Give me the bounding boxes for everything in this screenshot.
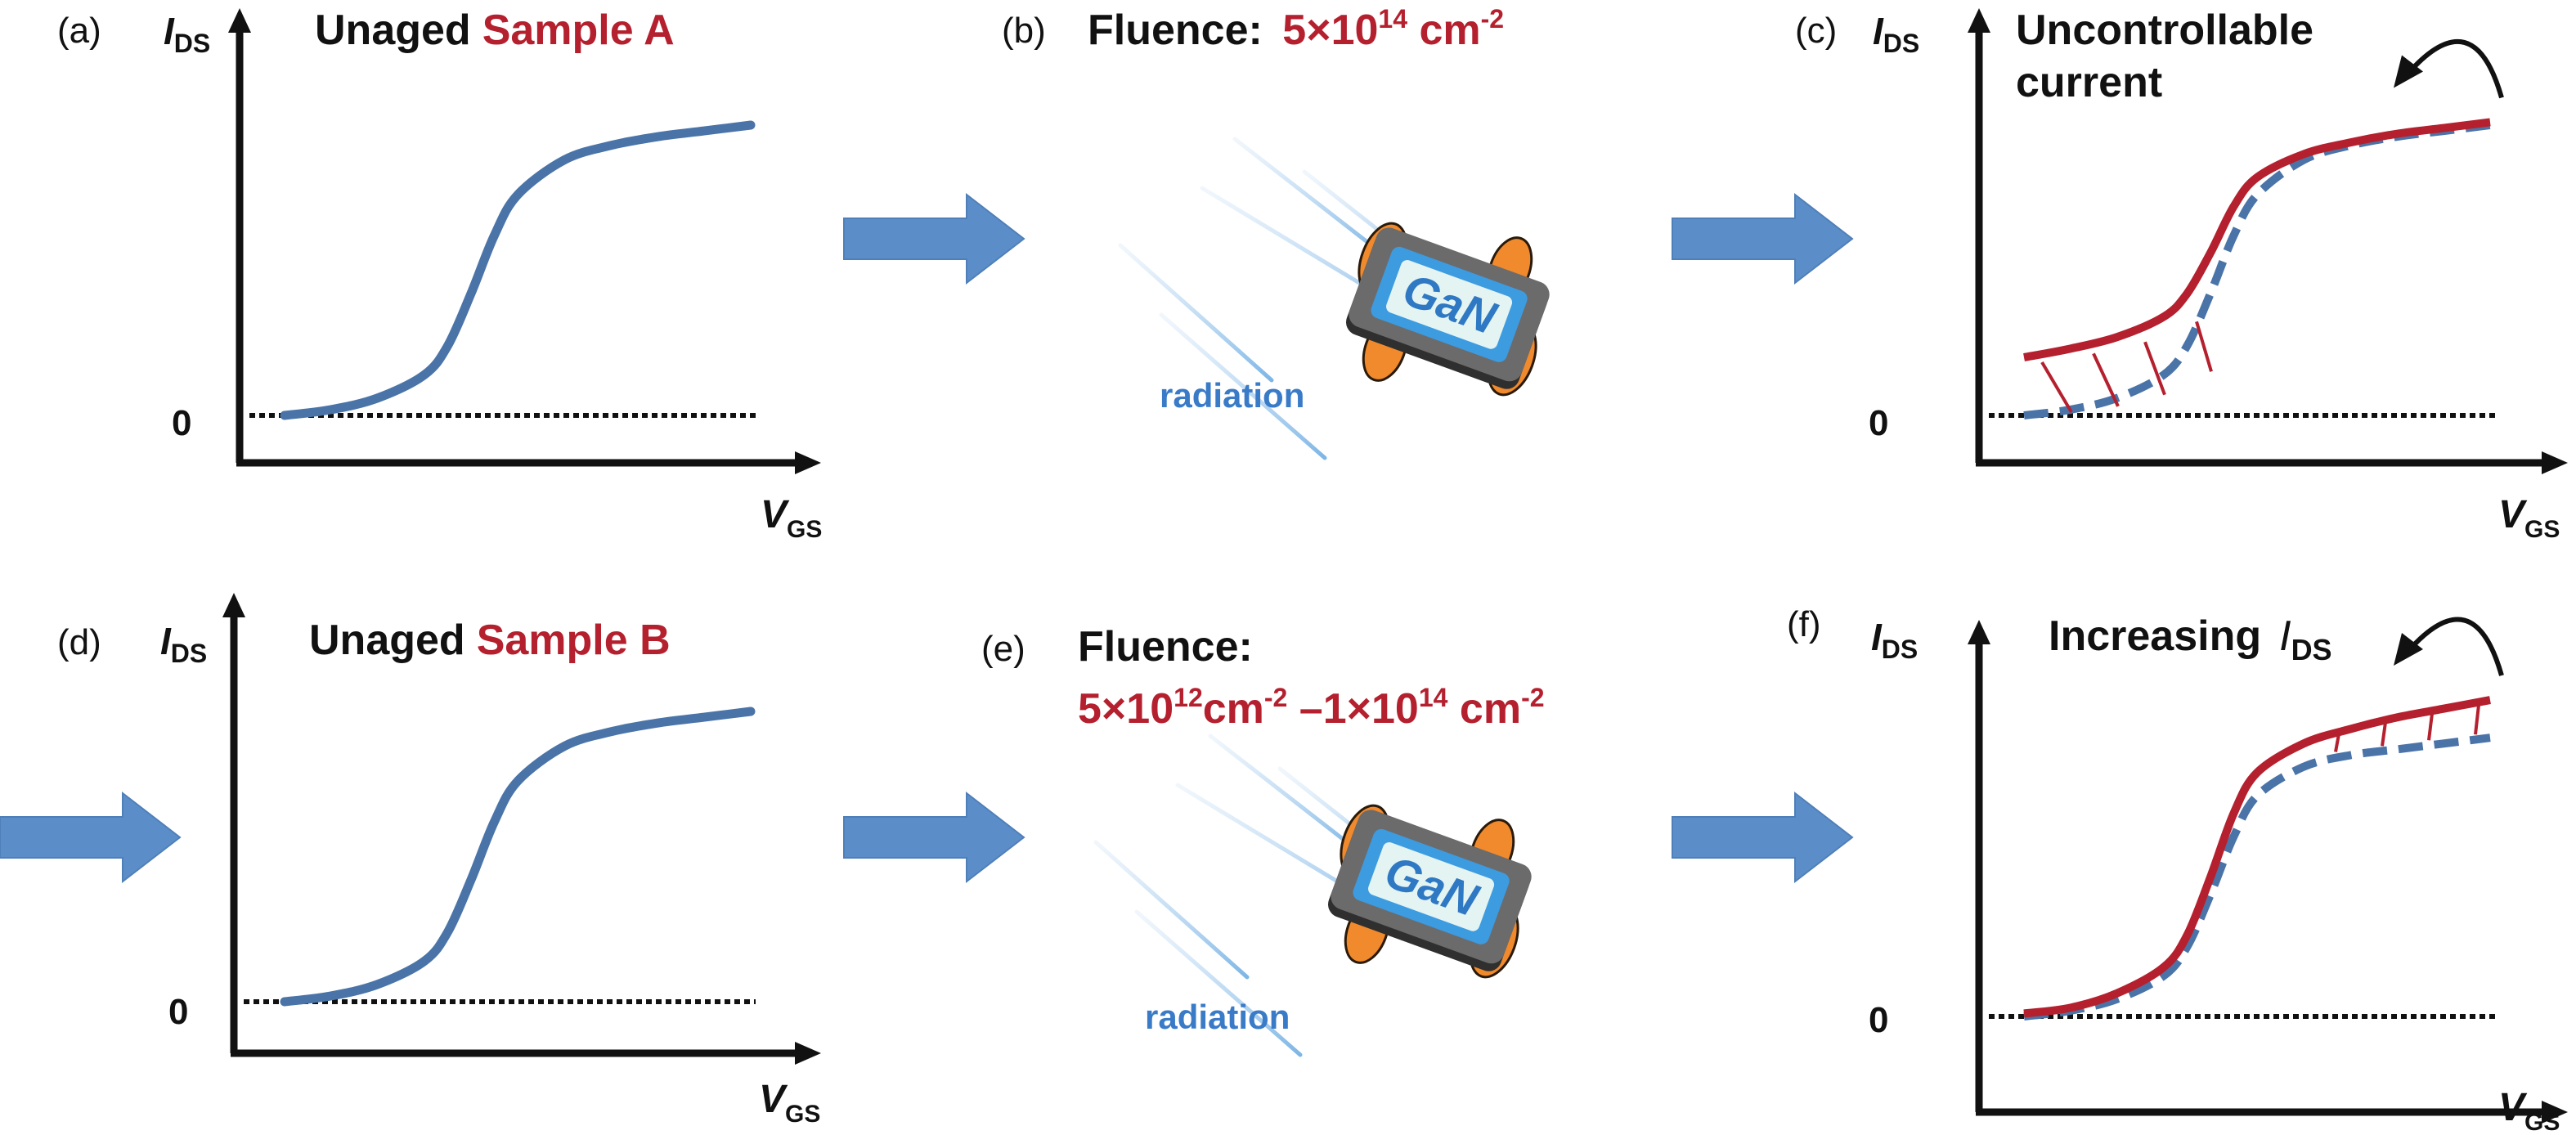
panel-c-ylabel: IDS	[1873, 10, 1919, 58]
curved-arrow-icon	[2406, 617, 2504, 676]
flow-arrow-icon	[843, 192, 1025, 285]
panel-d-tag: (d)	[57, 622, 101, 662]
flow-arrow-icon	[843, 791, 1025, 884]
flow-arrow-icon	[1672, 192, 1854, 285]
panel-c-title-line1: Uncontrollable	[2016, 7, 2313, 54]
panel-f	[1968, 617, 2568, 1124]
panel-f-tag: (f)	[1787, 604, 1821, 644]
curved-arrow-head-icon	[2394, 633, 2423, 666]
x-axis-arrowhead	[795, 1042, 821, 1065]
gan-chip-icon: GaN	[1328, 804, 1532, 979]
chip-face	[1368, 842, 1495, 931]
panel-a-zero: 0	[172, 403, 191, 443]
radiation-ray	[1208, 733, 1360, 853]
radiation-ray	[1093, 840, 1250, 980]
chip-face	[1386, 260, 1513, 349]
hatch-line	[2334, 733, 2340, 752]
x-axis-arrowhead	[2542, 1101, 2568, 1124]
curve-pristine	[280, 707, 756, 1007]
hatch-line	[2381, 722, 2387, 747]
flow-arrow-icon	[0, 791, 182, 884]
panel-e-tag: (e)	[981, 629, 1025, 669]
x-axis-arrowhead	[795, 451, 821, 474]
panel-e: (e) Fluence: 5×1012cm-2 –1×1014 cm-2 rad…	[981, 623, 1545, 1057]
curved-arrow-icon	[2406, 39, 2504, 99]
hatch-line	[2195, 321, 2213, 372]
y-axis-arrowhead	[222, 593, 245, 617]
panel-a-ylabel: IDS	[164, 10, 210, 58]
panel-b-title: Fluence: 5×1014 cm-2	[1088, 4, 1504, 54]
radiation-ray	[1232, 137, 1384, 256]
y-axis-arrowhead	[228, 8, 251, 33]
panel-f-zero: 0	[1869, 1000, 1888, 1040]
panel-a-tag: (a)	[57, 11, 101, 51]
panel-c	[1968, 8, 2568, 474]
panel-c-tag: (c)	[1795, 11, 1837, 51]
x-axis-arrowhead	[2542, 451, 2568, 474]
hatch-line	[2092, 352, 2120, 407]
panel-f-xlabel: VGS	[2498, 1086, 2560, 1135]
panel-e-title: Fluence:	[1078, 623, 1253, 671]
radiation-ray	[1118, 243, 1274, 383]
flow-arrow-icon	[1672, 791, 1854, 884]
radiation-label: radiation	[1145, 998, 1290, 1036]
panel-a	[228, 8, 821, 474]
panel-d	[222, 593, 821, 1065]
panel-d-xlabel: VGS	[759, 1078, 820, 1128]
y-axis-arrowhead	[1968, 8, 1990, 33]
curve-pristine	[2023, 121, 2491, 419]
panel-e-fluence-range: 5×1012cm-2 –1×1014 cm-2	[1078, 683, 1545, 733]
radiation-ray	[1134, 909, 1303, 1057]
hatch-line	[2040, 361, 2073, 414]
panel-b: (b) Fluence: 5×1014 cm-2 radiation GaN	[1002, 4, 1550, 460]
panel-c-xlabel: VGS	[2498, 493, 2560, 543]
hatch-line	[2474, 704, 2480, 735]
gan-chip-icon: GaN	[1346, 222, 1550, 397]
panel-d-zero: 0	[168, 992, 188, 1032]
curve-irradiated	[2023, 696, 2491, 1018]
radiation-label: radiation	[1160, 376, 1304, 415]
panel-f-ylabel: IDS	[1871, 616, 1918, 664]
panel-c-zero: 0	[1869, 403, 1888, 443]
radiation-ray	[1159, 312, 1327, 460]
curve-pristine	[280, 120, 756, 420]
curve-irradiated	[2023, 118, 2491, 361]
panel-b-tag: (b)	[1002, 11, 1046, 51]
hatch-line	[2143, 341, 2166, 396]
panel-d-ylabel: IDS	[160, 620, 207, 668]
flow-arrows	[0, 192, 1854, 884]
curved-arrow-head-icon	[2394, 55, 2423, 88]
panel-c-title-line2: current	[2016, 59, 2162, 106]
hatch-line	[2427, 713, 2434, 741]
y-axis-arrowhead	[1968, 620, 1990, 644]
panel-a-xlabel: VGS	[761, 493, 822, 543]
curve-pristine	[2023, 733, 2491, 1021]
